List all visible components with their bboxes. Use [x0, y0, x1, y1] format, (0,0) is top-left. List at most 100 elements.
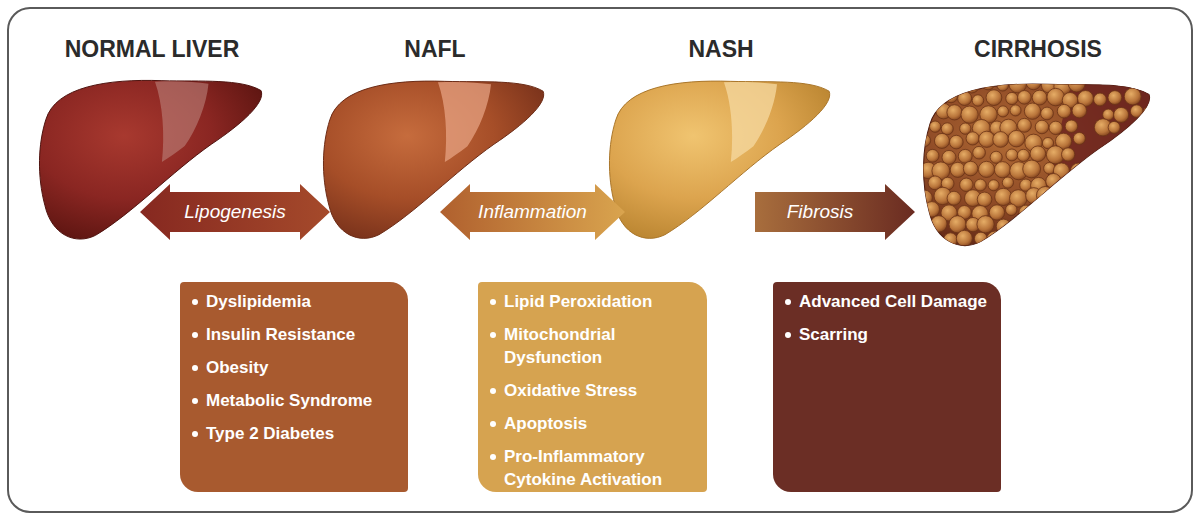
cirrhosis-nodule	[1002, 177, 1013, 188]
cirrhosis-nodule	[1138, 200, 1156, 218]
factor-row: Dyslipidemia	[192, 290, 398, 313]
cirrhosis-nodule	[1019, 205, 1033, 219]
cirrhosis-nodule	[958, 91, 972, 105]
cirrhosis-nodule	[924, 202, 940, 218]
cirrhosis-nodule	[966, 132, 979, 145]
cirrhosis-nodule	[973, 146, 986, 159]
cirrhosis-nodule	[978, 161, 994, 177]
cirrhosis-nodule	[1018, 91, 1032, 105]
bullet-dot	[490, 332, 496, 338]
cirrhosis-nodule	[1006, 204, 1018, 216]
factor-row: Lipid Peroxidation	[490, 290, 697, 313]
cirrhosis-nodule	[1147, 164, 1160, 177]
cirrhosis-nodule	[1068, 75, 1085, 92]
cirrhosis-nodule	[988, 180, 999, 191]
cirrhosis-nodule	[1061, 148, 1074, 161]
cirrhosis-nodule	[1023, 160, 1041, 178]
cirrhosis-nodule	[1017, 149, 1029, 161]
cirrhosis-nodule	[928, 91, 944, 107]
factor-item: Lipid Peroxidation	[504, 290, 652, 313]
factor-box: DyslipidemiaInsulin ResistanceObesityMet…	[180, 282, 408, 492]
cirrhosis-nodule	[1006, 149, 1018, 161]
factor-row: Insulin Resistance	[192, 323, 398, 346]
factor-item: Scarring	[799, 323, 868, 346]
cirrhosis-nodule	[1108, 121, 1120, 133]
cirrhosis-nodule	[941, 123, 953, 135]
cirrhosis-nodule	[1008, 130, 1025, 147]
liver-illustration	[608, 73, 834, 245]
cirrhosis-nodule	[972, 95, 983, 106]
factor-item: Apoptosis	[504, 412, 587, 435]
cirrhosis-nodule	[1030, 146, 1046, 162]
cirrhosis-nodule	[964, 77, 980, 93]
stage-arrow	[140, 184, 330, 240]
cirrhosis-nodule	[981, 76, 995, 90]
cirrhosis-nodule	[1073, 132, 1085, 144]
cirrhosis-nodule	[961, 106, 978, 123]
bullet-dot	[192, 332, 198, 338]
cirrhosis-nodule	[974, 179, 986, 191]
cirrhosis-nodule	[993, 132, 1009, 148]
liver-lobe	[724, 82, 777, 162]
cirrhosis-nodule	[1065, 120, 1077, 132]
factor-row: Metabolic Syndrome	[192, 389, 398, 412]
factor-item: Metabolic Syndrome	[206, 389, 372, 412]
liver-illustration	[38, 73, 266, 245]
liver-lobe	[155, 81, 209, 162]
cirrhosis-nodule	[947, 77, 963, 93]
cirrhosis-nodule	[1039, 220, 1052, 233]
liver-stage: CIRRHOSIS	[922, 25, 1154, 255]
bullet-dot	[490, 299, 496, 305]
cirrhosis-nodule	[1132, 162, 1146, 176]
cirrhosis-nodule	[947, 105, 962, 120]
edge-group	[140, 184, 915, 240]
cirrhosis-nodule	[1149, 133, 1161, 145]
liver-illustration	[922, 73, 1154, 255]
cirrhosis-nodule	[1094, 201, 1111, 218]
cirrhosis-nodule	[1108, 91, 1122, 105]
cirrhosis-nodule	[1035, 120, 1049, 134]
cirrhosis-nodule	[1063, 204, 1076, 217]
cirrhosis-nodule	[1112, 163, 1129, 180]
cirrhosis-nodule	[1017, 118, 1031, 132]
factor-box: Advanced Cell DamageScarring	[773, 282, 1001, 492]
stage-heading: CIRRHOSIS	[974, 25, 1102, 73]
cirrhosis-nodule	[977, 216, 994, 233]
cirrhosis-nodule	[1026, 75, 1041, 90]
cirrhosis-nodule	[1078, 204, 1089, 215]
cirrhosis-nodule	[944, 233, 958, 247]
cirrhosis-nodule	[997, 106, 1008, 117]
liver-stage: NASH	[608, 25, 834, 245]
cirrhosis-nodule	[1059, 189, 1071, 201]
bullet-dot	[192, 299, 198, 305]
bullet-dot	[192, 398, 198, 404]
factor-item: Pro-Inflammatory Cytokine Activation	[504, 445, 697, 491]
factor-item: Advanced Cell Damage	[799, 290, 987, 313]
factor-box: Lipid PeroxidationMitochondrial Dysfunct…	[478, 282, 707, 492]
cirrhosis-nodule	[947, 191, 961, 205]
factor-item: Oxidative Stress	[504, 379, 637, 402]
cirrhosis-nodule	[1075, 174, 1091, 190]
liver-illustration	[322, 73, 548, 245]
arrow-label: Fibrosis	[787, 201, 854, 223]
cirrhosis-nodule	[963, 161, 978, 176]
liver-stage: NAFL	[322, 25, 548, 245]
stage-heading: NAFL	[404, 25, 465, 73]
bullet-dot	[192, 365, 198, 371]
cirrhosis-nodule	[1036, 186, 1054, 204]
factor-row: Oxidative Stress	[490, 379, 697, 402]
cirrhosis-nodule	[1018, 233, 1033, 248]
cirrhosis-nodule	[1094, 93, 1107, 106]
bullet-dot	[785, 299, 791, 305]
factor-row: Scarring	[785, 323, 991, 346]
cirrhosis-nodule	[1111, 178, 1123, 190]
cirrhosis-nodule	[977, 192, 992, 207]
cirrhosis-nodule	[1064, 232, 1078, 246]
factor-item: Type 2 Diabetes	[206, 422, 334, 445]
bullet-dot	[490, 454, 496, 460]
stage-arrow	[755, 184, 915, 240]
liver-outline	[609, 81, 829, 238]
